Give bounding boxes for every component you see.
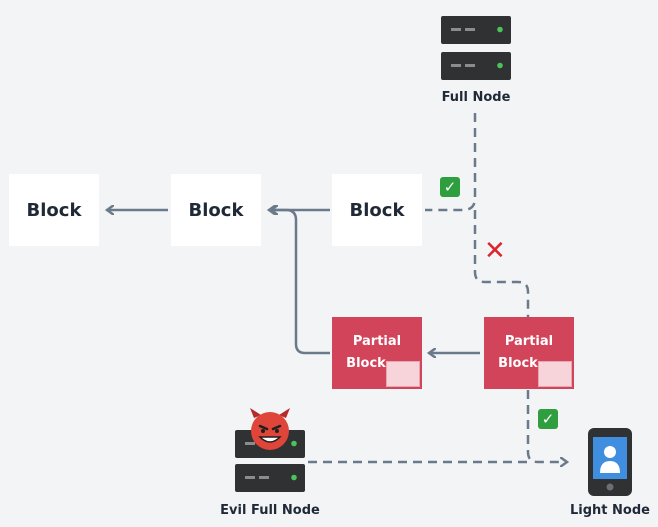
partial-block-2[interactable]: Partial Block (484, 317, 574, 389)
dashed-fullnode-to-partial2 (473, 210, 530, 317)
partial-block-label-line1: Partial (504, 334, 554, 349)
cross-icon: ✕ (484, 236, 506, 266)
block-label: Block (349, 199, 405, 221)
dashed-partial2-to-lightnode (526, 390, 566, 462)
check-icon: ✓ (538, 409, 558, 429)
block-3[interactable]: Block (332, 174, 422, 246)
evil-server-icon (235, 408, 305, 492)
full-node-label: Full Node (441, 90, 511, 105)
light-node-label: Light Node (570, 503, 650, 518)
block-label: Block (188, 199, 244, 221)
check-icon: ✓ (440, 177, 460, 197)
partial-block-corner (538, 361, 572, 387)
block-2[interactable]: Block (171, 174, 261, 246)
partial-block-label-line1: Partial (352, 334, 402, 349)
block-label: Block (26, 199, 82, 221)
server-icon (441, 16, 511, 80)
partial-block-1[interactable]: Partial Block (332, 317, 422, 389)
partial-block-corner (386, 361, 420, 387)
evil-full-node-label: Evil Full Node (220, 503, 320, 518)
dashed-fullnode-to-block3 (425, 113, 477, 212)
partial-block-label-line2: Block (346, 356, 386, 371)
arrow-partial1-to-block2 (272, 210, 330, 355)
phone-icon (588, 428, 632, 496)
block-1[interactable]: Block (9, 174, 99, 246)
partial-block-label-line2: Block (498, 356, 538, 371)
